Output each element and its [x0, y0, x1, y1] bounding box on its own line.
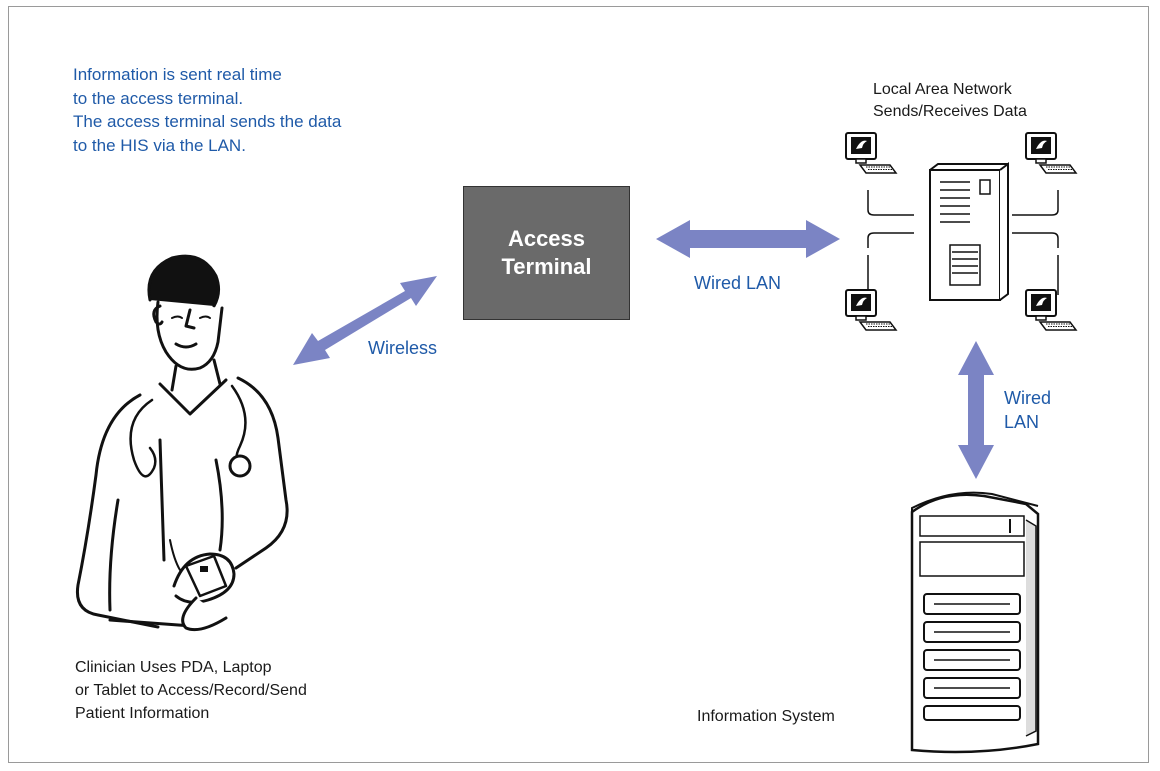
info-note-line: to the HIS via the LAN. [73, 135, 246, 155]
clinician-icon [75, 254, 289, 632]
information-system-caption: Information System [697, 708, 835, 725]
clinician-caption-line: Patient Information [75, 705, 210, 722]
wireless-arrow [293, 276, 437, 365]
access-terminal-label: Access Terminal [501, 226, 592, 279]
clinician-caption-line: Clinician Uses PDA, Laptop [75, 659, 272, 676]
clinician-caption: Clinician Uses PDA, Laptop or Tablet to … [75, 656, 307, 725]
wired-lan-vertical-label: Wired LAN [1004, 388, 1052, 432]
lan-computer-icon [1025, 289, 1077, 331]
information-system-server-icon [910, 491, 1040, 754]
wireless-label: Wireless [368, 338, 438, 358]
wired-lan-arrow [656, 220, 840, 258]
lan-computer-icon [1025, 132, 1077, 174]
info-note: Information is sent real time to the acc… [73, 63, 341, 157]
lan-caption: Local Area Network Sends/Receives Data [873, 79, 1027, 123]
lan-caption-line: Local Area Network [873, 81, 1012, 98]
lan-computer-icon [845, 289, 897, 331]
info-note-line: to the access terminal. [73, 88, 244, 108]
wired-lan-vertical-arrow [958, 341, 994, 479]
lan-cluster-icon [867, 162, 1059, 301]
diagram-frame [8, 6, 1149, 763]
lan-computer-icon [845, 132, 897, 174]
clinician-caption-line: or Tablet to Access/Record/Send [75, 682, 307, 699]
wired-lan-label: Wired LAN [694, 273, 782, 293]
info-note-line: Information is sent real time [73, 65, 282, 84]
info-note-line: The access terminal sends the data [73, 112, 342, 131]
access-terminal-box: Access Terminal [463, 186, 630, 320]
lan-caption-line: Sends/Receives Data [873, 103, 1027, 120]
